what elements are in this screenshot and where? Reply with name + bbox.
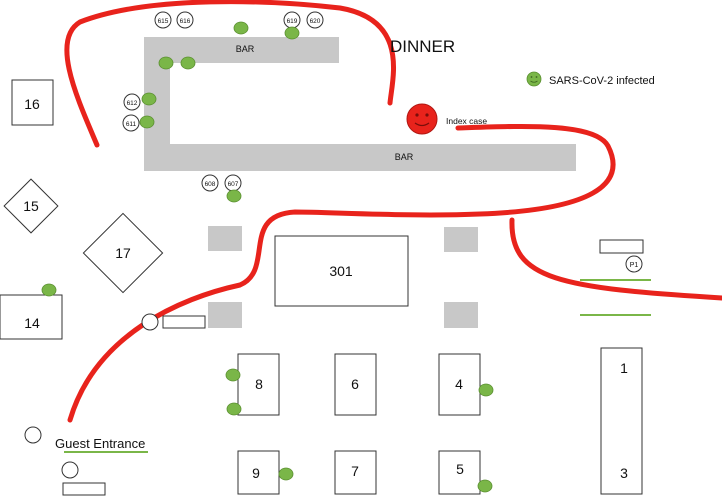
legend-infected-icon [526, 71, 542, 87]
table-8: 8 [237, 353, 280, 416]
svg-text:620: 620 [310, 18, 321, 25]
pillar [444, 302, 478, 328]
seat-empty [61, 461, 79, 479]
svg-text:P1: P1 [630, 262, 639, 269]
bar-lower-label: BAR [395, 152, 414, 162]
infected-dots [41, 21, 494, 493]
infected-dot [180, 56, 196, 70]
table-9: 9 [237, 450, 280, 495]
svg-text:8: 8 [255, 376, 263, 392]
infected-dot [226, 402, 242, 416]
route-right [509, 217, 722, 301]
route-lower [67, 123, 616, 423]
seat-612: 612 [123, 93, 141, 111]
legend-label: SARS-CoV-2 infected [549, 75, 655, 87]
pillar [208, 226, 242, 251]
svg-text:9: 9 [252, 465, 260, 481]
infected-dot [478, 383, 494, 397]
svg-text:14: 14 [24, 315, 40, 331]
svg-text:17: 17 [115, 245, 131, 261]
infected-dot [233, 21, 249, 35]
svg-text:15: 15 [23, 198, 39, 214]
svg-text:611: 611 [126, 121, 137, 128]
table-14: 14 [0, 294, 63, 340]
infected-dot [225, 368, 241, 382]
svg-text:5: 5 [456, 461, 464, 477]
index-case-icon [406, 103, 438, 135]
infected-dot [278, 467, 294, 481]
seat-616: 616 [176, 11, 194, 29]
table-7: 7 [334, 450, 377, 495]
table-6: 6 [334, 353, 377, 416]
index-case-label: Index case [446, 116, 487, 126]
page-title: DINNER [390, 37, 455, 56]
table-1-label: 1 [620, 360, 628, 376]
svg-text:607: 607 [228, 181, 239, 188]
infected-dot [41, 283, 57, 297]
seat-607: 607 [224, 174, 242, 192]
svg-text:7: 7 [351, 463, 359, 479]
infected-dot [158, 56, 174, 70]
seat-611: 611 [122, 114, 140, 132]
svg-text:6: 6 [351, 376, 359, 392]
table-5: 5 [438, 450, 481, 495]
table-3-label: 3 [620, 465, 628, 481]
entrance-label: Guest Entrance [55, 436, 145, 451]
infected-dot [139, 115, 155, 129]
seat-620: 620 [306, 11, 324, 29]
seat-615: 615 [154, 11, 172, 29]
infected-dot [477, 479, 493, 493]
infected-dot [141, 92, 157, 106]
pillar [208, 302, 242, 328]
table-15: 15 [3, 178, 59, 234]
svg-text:16: 16 [24, 96, 40, 112]
infected-dot [226, 189, 242, 203]
bar-lower [144, 144, 576, 171]
bench [62, 482, 106, 496]
table-4: 4 [438, 353, 481, 416]
svg-text:612: 612 [127, 100, 138, 107]
seat-608: 608 [201, 174, 219, 192]
seat-empty [24, 426, 42, 444]
infected-dot [284, 26, 300, 40]
table-16: 16 [11, 79, 54, 126]
seat-619: 619 [283, 11, 301, 29]
bar-upper-label: BAR [236, 44, 255, 54]
seat-p1: P1 [625, 255, 643, 273]
svg-text:619: 619 [287, 18, 298, 25]
svg-text:301: 301 [329, 263, 353, 279]
bench [162, 315, 206, 329]
table-1-3: 1 3 [600, 347, 643, 495]
pillar [444, 227, 478, 252]
seat-empty [141, 313, 159, 331]
bar-upper [144, 37, 339, 63]
svg-text:615: 615 [158, 18, 169, 25]
svg-text:608: 608 [205, 181, 216, 188]
svg-text:616: 616 [180, 18, 191, 25]
svg-text:4: 4 [455, 376, 463, 392]
table-301: 301 [274, 235, 409, 307]
bench [599, 239, 644, 254]
route-upper [64, 0, 396, 148]
table-17: 17 [82, 212, 164, 294]
